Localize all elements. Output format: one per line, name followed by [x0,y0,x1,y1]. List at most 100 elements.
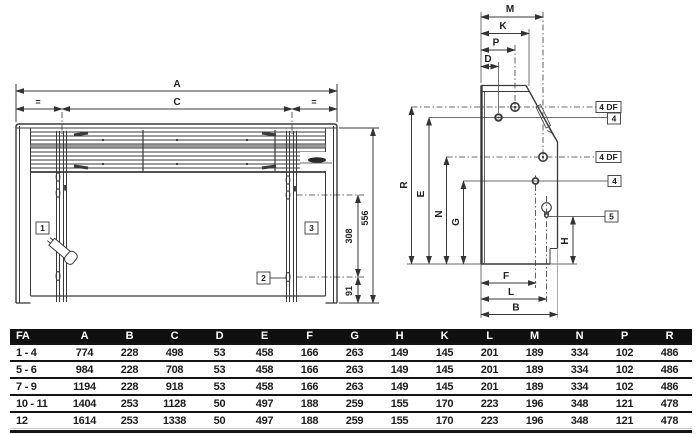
table-cell: 263 [345,363,364,376]
dim-r-label: R [400,181,410,189]
table-cell: 196 [525,397,544,410]
table-cell: 102 [615,346,634,359]
dim-k-label: K [499,21,507,32]
brand-badge [300,152,332,171]
table-cell: 189 [525,380,544,393]
mounting-hole-4df-mid [537,152,548,163]
dim-c-label: C [173,97,180,108]
table-cell: 334 [570,363,589,376]
table-cell: 188 [300,414,319,427]
table-cell: 201 [480,363,499,376]
callout-2: 2 [261,273,266,283]
table-cell: 918 [165,380,184,393]
table-cell: 458 [255,363,274,376]
table-cell: 263 [345,380,364,393]
table-cell: 478 [660,414,679,427]
table-cell: 458 [255,380,274,393]
table-header-cell: E [242,329,287,344]
table-header-cell: N [557,329,602,344]
table-cell: 166 [300,346,319,359]
table-cell: 478 [660,397,679,410]
dim-a-label: A [173,79,180,90]
side-profile-outline [480,84,559,265]
table-cell: 121 [615,414,634,427]
table-cell: 458 [255,346,274,359]
table-cell: 708 [165,363,184,376]
table-header-cell: A [62,329,107,344]
side-view-drawing: M K P D R E N G H F L B 4 DF 4 4 DF 4 5 [400,4,622,318]
table-cell: 1 - 4 [16,346,37,359]
table-cell: 201 [480,346,499,359]
dim-eq-left-label: = [35,97,40,107]
table-cell: 348 [570,397,589,410]
dim-556-label: 556 [360,210,370,225]
table-cell: 50 [213,414,226,427]
table-cell: 334 [570,380,589,393]
table-cell: 228 [120,380,139,393]
table-cell: 166 [300,380,319,393]
table-cell: 497 [255,397,274,410]
callout-4-mid: 4 [612,176,617,186]
mounting-hole-4df-top [509,102,520,113]
mounting-hole-4-top [494,113,503,122]
dim-308-label: 308 [344,228,354,243]
table-cell: 223 [480,414,499,427]
table-cell: 149 [390,363,409,376]
table-cell: 155 [390,397,409,410]
table-cell: 259 [345,397,364,410]
table-cell: 497 [255,414,274,427]
table-cell: 263 [345,346,364,359]
dim-91-label: 91 [344,286,354,296]
wall-bracket-left [55,131,67,302]
dim-n-label: N [434,210,445,217]
table-cell: 253 [120,397,139,410]
table-cell: 53 [213,380,226,393]
dim-h-label: H [560,237,571,244]
table-cell: 102 [615,363,634,376]
power-plug-icon [47,237,78,265]
dim-m-label: M [506,4,514,15]
table-cell: 121 [615,397,634,410]
callout-5: 5 [609,212,614,222]
table-cell: 228 [120,363,139,376]
table-cell: 228 [120,346,139,359]
table-cell: 145 [435,380,454,393]
table-cell: 155 [390,414,409,427]
table-header-cell: D [197,329,242,344]
table-cell: 1404 [72,397,97,410]
table-cell: 5 - 6 [16,363,37,376]
table-header-cell: L [467,329,512,344]
table-header-cell: B [107,329,152,344]
table-cell: 102 [615,380,634,393]
heater-body-outline [15,123,338,304]
table-cell: 348 [570,414,589,427]
callout-4-top: 4 [612,114,617,124]
table-cell: 188 [300,397,319,410]
table-cell: 334 [570,346,589,359]
table-cell: 486 [660,380,679,393]
table-cell: 201 [480,380,499,393]
table-cell: 1194 [73,380,96,393]
table-cell: 1338 [162,414,187,427]
table-cell: 498 [165,346,184,359]
table-cell: 196 [525,414,544,427]
dim-d-label: D [484,54,491,65]
table-cell: 774 [75,346,94,359]
callout-1: 1 [40,223,45,233]
table-cell: 1128 [163,397,186,410]
dim-b-label: B [512,303,519,314]
table-header-cell: C [152,329,197,344]
table-cell: 145 [435,346,454,359]
table-cell: 170 [435,397,454,410]
table-cell: 50 [213,397,226,410]
table-cell: 166 [300,363,319,376]
table-header-cell: P [602,329,647,344]
dim-e-label: E [416,190,427,197]
table-header-cell: FA [10,329,62,344]
callout-3: 3 [309,223,314,233]
table-cell: 189 [525,363,544,376]
